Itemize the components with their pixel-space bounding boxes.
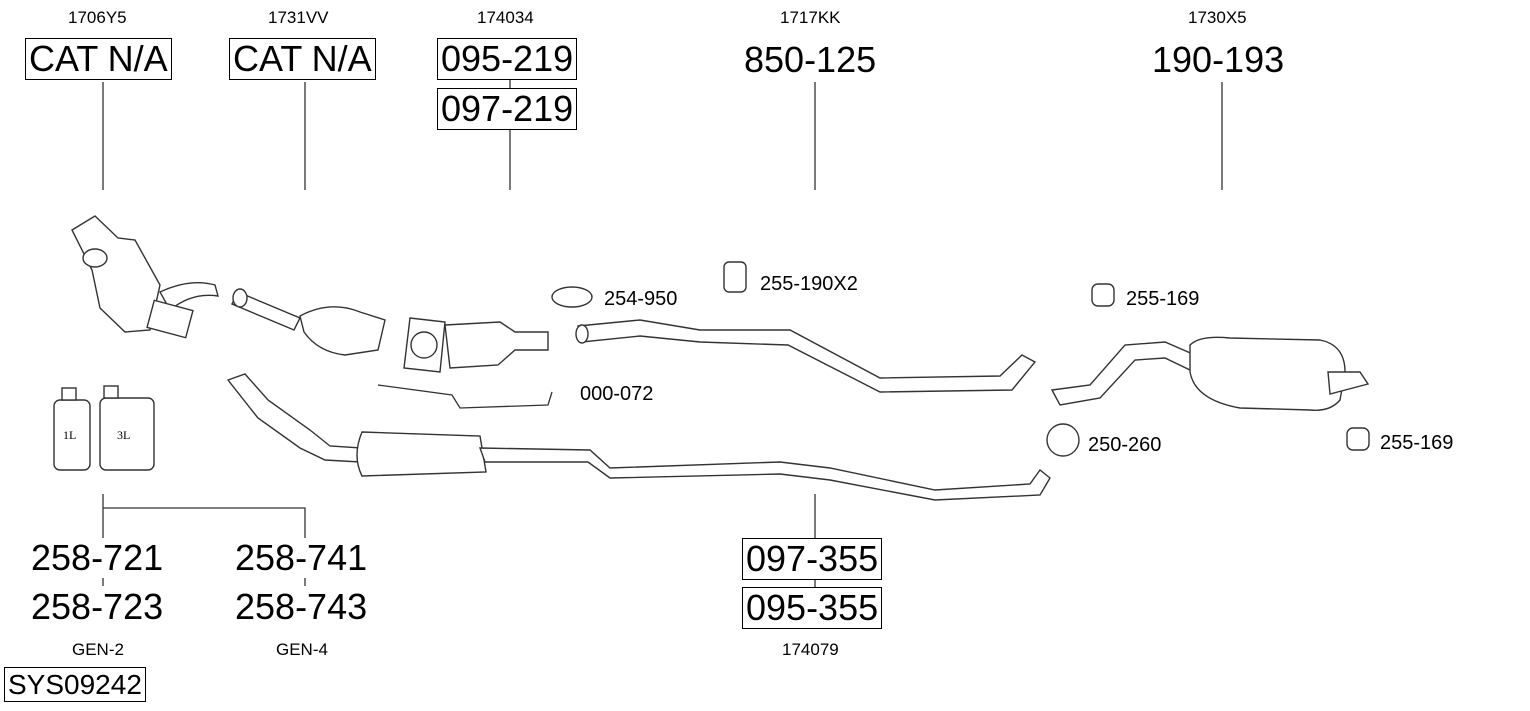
mount-icon-b — [1346, 427, 1370, 451]
part-cat-second[interactable]: CAT N/A — [229, 38, 376, 80]
code-1706Y5: 1706Y5 — [68, 8, 127, 27]
part-cat-front[interactable]: CAT N/A — [25, 38, 172, 80]
code-1717KK: 1717KK — [780, 8, 841, 27]
part-dpf-1[interactable]: 095-219 — [437, 38, 578, 80]
system-id: SYS09242 — [4, 667, 146, 702]
accessory-250-260[interactable]: 250-260 — [1088, 434, 1162, 456]
code-gen2: GEN-2 — [72, 640, 124, 659]
front-catalyst-drawing — [71, 215, 219, 339]
code-1731VV: 1731VV — [268, 8, 329, 27]
part-095-355[interactable]: 095-355 — [742, 587, 883, 629]
mount-icon-a — [1091, 283, 1115, 307]
sensor-wire — [377, 384, 553, 409]
clamp-icon — [551, 286, 593, 308]
bottle-label-large: 3L — [117, 428, 131, 442]
code-gen4: GEN-4 — [276, 640, 328, 659]
accessory-255-169-b[interactable]: 255-169 — [1380, 432, 1454, 454]
part-258-721[interactable]: 258-721 — [31, 537, 164, 578]
code-174034: 174034 — [477, 8, 534, 27]
front-pipe-drawing — [226, 373, 1051, 501]
additive-bottle-1l — [53, 387, 91, 471]
middle-pipe-drawing — [575, 319, 1037, 393]
accessory-255-190X2[interactable]: 255-190X2 — [760, 273, 858, 295]
part-258-741[interactable]: 258-741 — [235, 537, 368, 578]
rubber-mount-icon — [723, 261, 747, 293]
part-097-355[interactable]: 097-355 — [742, 538, 883, 580]
part-middle-pipe[interactable]: 850-125 — [744, 39, 877, 80]
additive-bottle-3l — [99, 385, 155, 471]
accessory-000-072[interactable]: 000-072 — [580, 383, 654, 405]
clamp-icon-b — [1046, 423, 1080, 457]
accessory-255-169-a[interactable]: 255-169 — [1126, 288, 1200, 310]
part-dpf-2[interactable]: 097-219 — [437, 88, 578, 130]
part-258-723[interactable]: 258-723 — [31, 586, 164, 627]
rear-silencer-drawing — [1050, 336, 1370, 411]
leader-additive — [102, 494, 306, 538]
second-catalyst-drawing — [231, 288, 386, 356]
dpf-drawing — [403, 317, 549, 373]
part-258-743[interactable]: 258-743 — [235, 586, 368, 627]
bottle-label-small: 1L — [63, 428, 77, 442]
code-1730X5: 1730X5 — [1188, 8, 1247, 27]
accessory-254-950[interactable]: 254-950 — [604, 288, 678, 310]
part-rear-silencer[interactable]: 190-193 — [1152, 39, 1285, 80]
code-174079: 174079 — [782, 640, 839, 659]
